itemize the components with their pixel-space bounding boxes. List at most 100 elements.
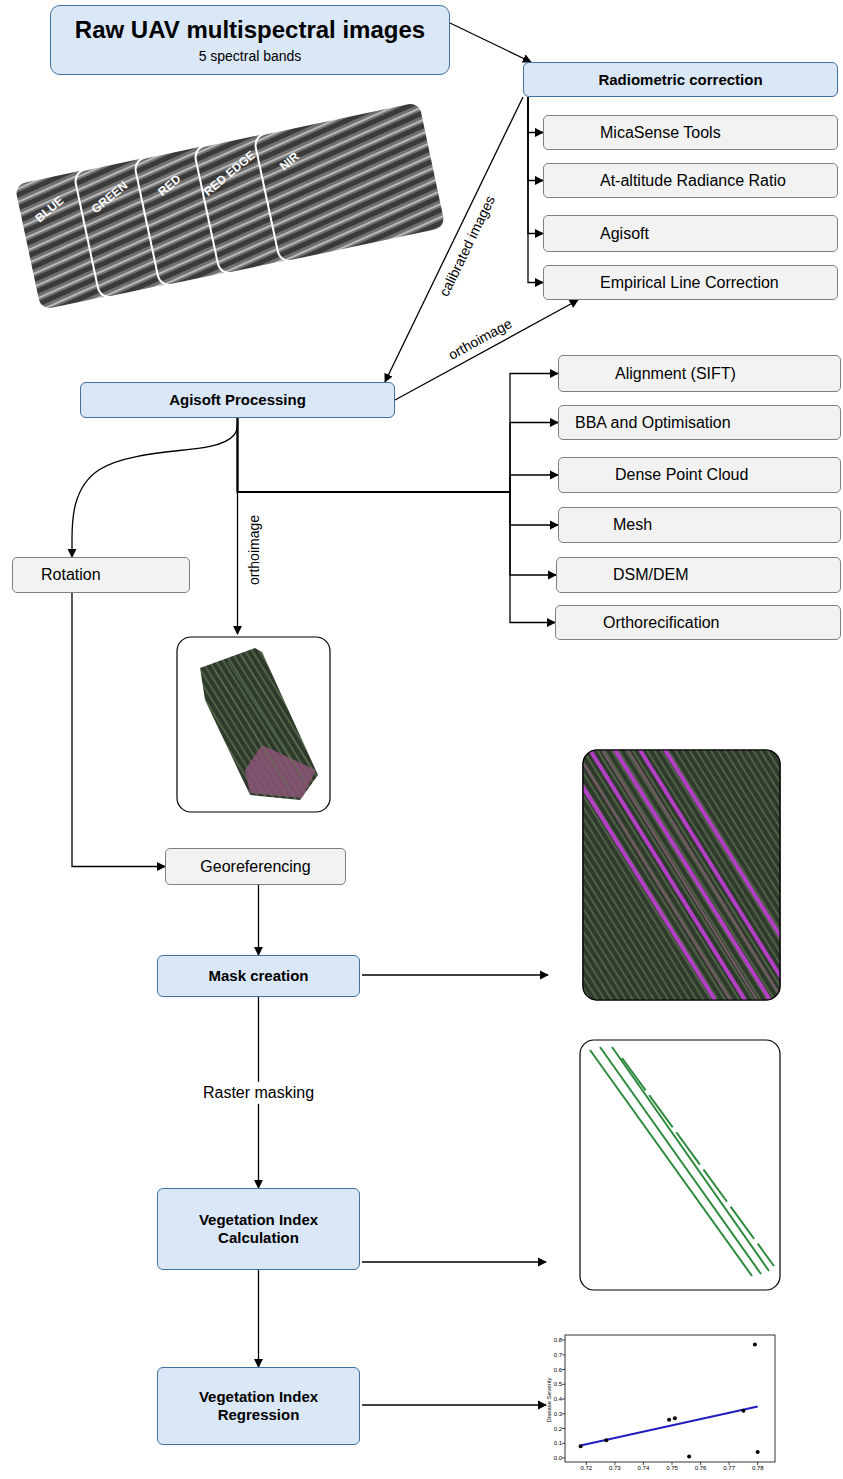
edge-label: Raster masking [199, 1081, 318, 1103]
band-label: RED [156, 173, 184, 200]
axis-ticks [586, 1462, 757, 1465]
masked-rows [590, 1047, 769, 1276]
box-label: Raw UAV multispectral images [59, 16, 441, 45]
output-arrow [362, 1261, 546, 1262]
flow-arrow [72, 418, 238, 557]
method-box: Mesh [558, 507, 841, 543]
box-subtitle: 5 spectral bands [59, 48, 441, 65]
axis-title: Disease Severity [546, 1377, 553, 1422]
flow-arrow [72, 593, 165, 867]
masked-rows [622, 1058, 774, 1266]
mask-stripes [583, 750, 780, 1000]
flow-arrow [395, 300, 578, 400]
tick-label: 0.4 [554, 1396, 562, 1403]
process-box: Vegetation Index Calculation [157, 1188, 360, 1270]
tick-label: 0.3 [554, 1410, 562, 1417]
method-box: DSM/DEM [556, 557, 841, 593]
flow-arrow [238, 418, 556, 623]
masked-rows-picture [580, 1040, 780, 1290]
tick-label: 0.72 [580, 1465, 592, 1472]
box-label: Dense Point Cloud [615, 465, 832, 484]
soil-stripes [583, 750, 780, 1000]
method-box: Orthorecification [555, 605, 841, 640]
box-label: Alignment (SIFT) [615, 364, 832, 383]
regression-plot [562, 1335, 775, 1465]
axis-ticks [562, 1340, 565, 1458]
band-label: RED EDGE [202, 149, 259, 200]
tick-label: 0.5 [554, 1381, 562, 1388]
box-label: Mesh [613, 515, 832, 534]
tick-label: 0.73 [609, 1465, 621, 1472]
method-box: Agisoft [543, 215, 838, 252]
method-box: Alignment (SIFT) [558, 355, 841, 392]
band-image [253, 101, 446, 264]
regression-line [581, 1406, 758, 1445]
plot-frame [565, 1335, 775, 1462]
orthoimage-picture [177, 637, 330, 812]
box-label: Agisoft [600, 224, 829, 243]
method-box: BBA and Optimisation [558, 405, 841, 440]
box-label: DSM/DEM [613, 565, 832, 584]
crop-rows [215, 656, 313, 790]
method-box: Empirical Line Correction [543, 265, 838, 300]
box-label: BBA and Optimisation [575, 413, 832, 432]
flow-arrow [528, 97, 543, 234]
tick-label: 0.75 [666, 1465, 678, 1472]
method-box: Georeferencing [165, 848, 346, 885]
box-label: Empirical Line Correction [600, 273, 829, 292]
flow-arrow [385, 97, 523, 382]
flow-arrow [528, 97, 543, 133]
field-image [200, 648, 318, 800]
tick-label: 0.8 [554, 1337, 562, 1344]
band-label: BLUE [33, 194, 67, 226]
edge-label: orthoimage [446, 315, 515, 363]
box-label: Mask creation [166, 967, 351, 985]
tick-label: 0.2 [554, 1425, 562, 1432]
flow-label: orthoimage [246, 515, 262, 585]
picture-frame [177, 637, 330, 812]
box-label: MicaSense Tools [600, 123, 829, 142]
field-edge [245, 745, 316, 798]
method-box: Rotation [12, 557, 190, 593]
input-box: Raw UAV multispectral images 5 spectral b… [50, 5, 450, 75]
method-box: Dense Point Cloud [558, 457, 841, 493]
tick-label: 0.1 [554, 1440, 562, 1447]
flow-arrow [258, 885, 259, 955]
tick-label: 0.74 [638, 1465, 650, 1472]
tick-label: 0.78 [752, 1465, 764, 1472]
box-label: Vegetation Index Regression [166, 1388, 351, 1424]
box-label: Georeferencing [174, 857, 337, 876]
box-label: Radiometric correction [532, 71, 829, 89]
output-arrow [362, 1404, 546, 1405]
tick-label: 0.7 [554, 1351, 562, 1358]
data-points [579, 1342, 760, 1458]
flow-arrow [528, 97, 543, 181]
picture-frame [580, 1040, 780, 1290]
process-box: Radiometric correction [523, 62, 838, 97]
tick-label: 0.77 [723, 1465, 735, 1472]
box-label: Orthorecification [603, 613, 832, 632]
flow-arrow [258, 1270, 259, 1367]
tick-label: 0.0 [554, 1455, 562, 1462]
box-label: Vegetation Index Calculation [166, 1211, 351, 1247]
flow-arrow [238, 418, 557, 575]
mask-picture [560, 750, 820, 1000]
edge-label: calibrated images [435, 193, 497, 299]
process-box: Mask creation [157, 955, 360, 997]
method-box: At-altitude Radiance Ratio [543, 163, 838, 198]
flow-arrow [528, 97, 543, 283]
process-box: Agisoft Processing [80, 382, 395, 418]
band-images [13, 101, 446, 312]
method-box: MicaSense Tools [543, 115, 838, 150]
box-label: Rotation [41, 565, 181, 584]
box-label: At-altitude Radiance Ratio [600, 171, 829, 190]
flow-arrow [238, 418, 559, 492]
tick-label: 0.76 [695, 1465, 707, 1472]
band-label: GREEN [89, 179, 131, 217]
flow-arrow [238, 418, 559, 492]
process-box: Vegetation Index Regression [157, 1367, 360, 1445]
box-label: Agisoft Processing [89, 391, 386, 409]
band-label: NIR [278, 150, 303, 174]
tick-label: 0.6 [554, 1366, 562, 1373]
